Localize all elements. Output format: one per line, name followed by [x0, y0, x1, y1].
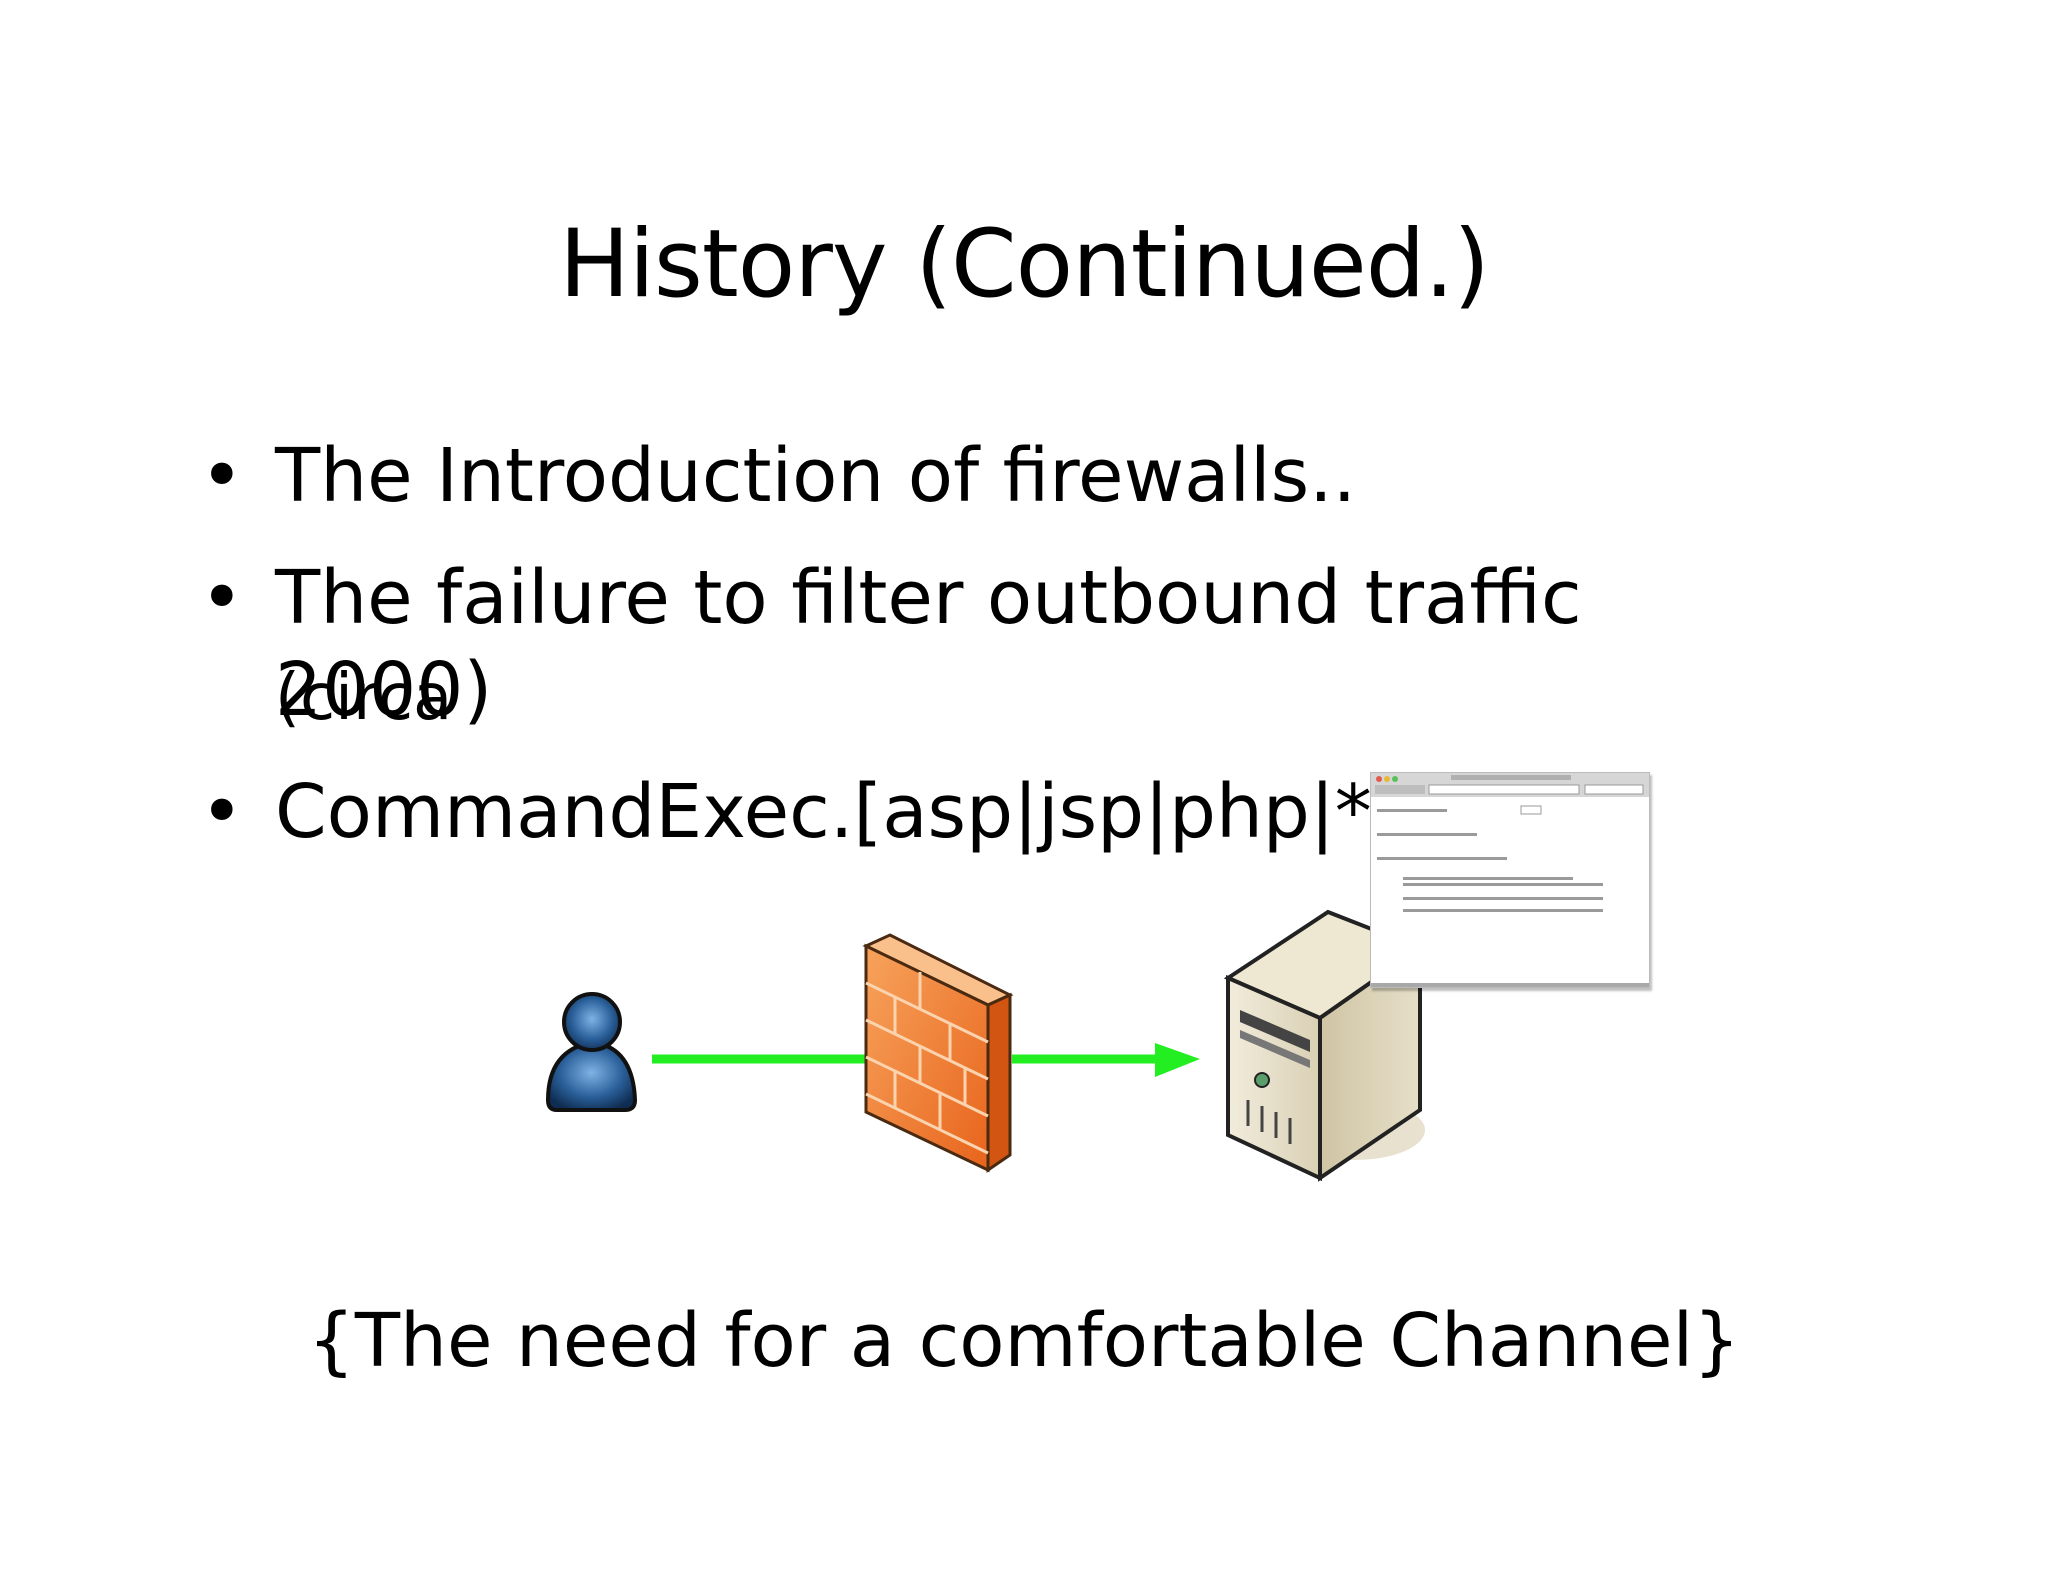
- slide-title: History (Continued.): [559, 210, 1490, 319]
- bullet-symbol: •: [200, 555, 244, 641]
- arrow-head: [1155, 1043, 1200, 1077]
- firewall-icon: [862, 933, 1014, 1173]
- bullet-suffix-text: (circa: [275, 661, 453, 735]
- user-icon: [545, 992, 638, 1112]
- bullet-symbol: •: [200, 769, 244, 855]
- bullet-main-text: 2000): [275, 647, 493, 733]
- bullet-text: 2000): [275, 644, 1695, 736]
- bullet-main-text: The Introduction of firewalls..: [275, 433, 1357, 519]
- slide-tagline: {The need for a comfortable Channel}: [307, 1298, 1741, 1384]
- bullet-text: The failure to filter outbound traffic (…: [275, 552, 1695, 744]
- bullet-symbol: •: [200, 433, 244, 519]
- bullet-text: CommandExec.[asp|jsp|php|*]: [275, 766, 1695, 858]
- browser-screenshot-icon: [1370, 772, 1650, 988]
- bullet-main-text: CommandExec.[asp|jsp|php|*]: [275, 769, 1401, 855]
- bullet-main-text: The failure to filter outbound traffic: [275, 555, 1582, 641]
- bullet-text: The Introduction of firewalls..: [275, 430, 1695, 522]
